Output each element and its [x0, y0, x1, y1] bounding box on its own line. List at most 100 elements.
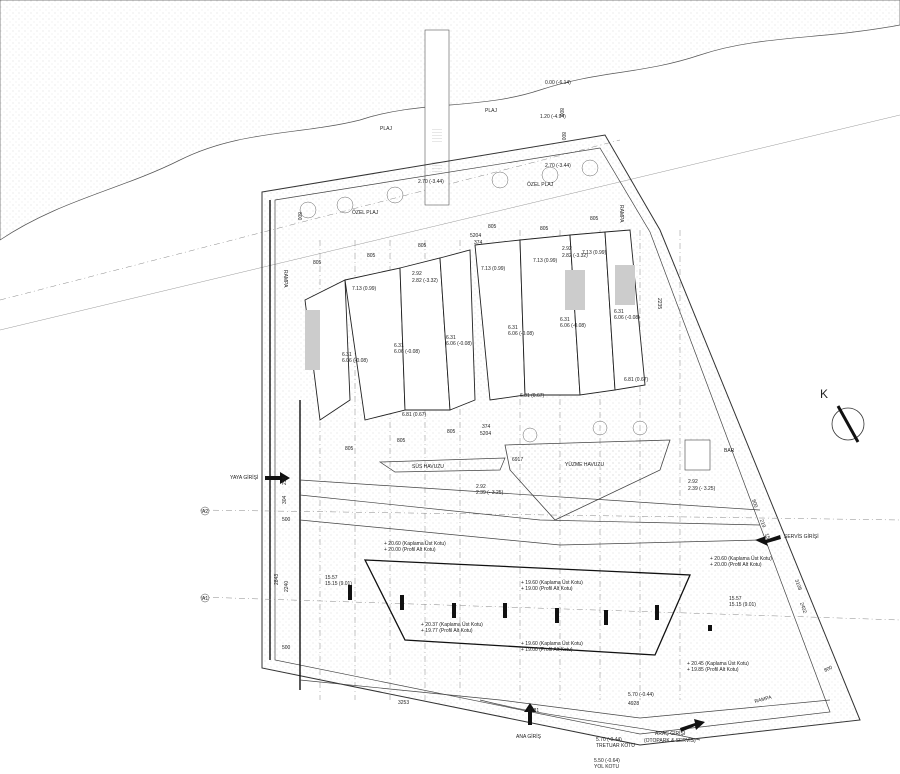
svg-text:YOL KOTU: YOL KOTU: [594, 764, 619, 770]
svg-text:2.82 (-3.32): 2.82 (-3.32): [412, 278, 438, 284]
site-boundary: [261, 134, 861, 746]
svg-text:304: 304: [282, 495, 288, 504]
svg-text:2.70 (-3.44): 2.70 (-3.44): [418, 179, 444, 185]
svg-text:6.81 (0.67): 6.81 (0.67): [520, 393, 545, 399]
svg-text:4928: 4928: [628, 701, 639, 707]
svg-text:6917: 6917: [512, 457, 523, 463]
north-label: K: [820, 387, 828, 401]
svg-text:8181: 8181: [528, 708, 539, 714]
svg-text:374: 374: [482, 424, 491, 430]
svg-text:+ 19.60 (Kaplama Üst Kotu): + 19.60 (Kaplama Üst Kotu): [521, 640, 583, 647]
svg-text:805: 805: [367, 253, 376, 259]
svg-text:+ 19.60 (Kaplama Üst Kotu): + 19.60 (Kaplama Üst Kotu): [521, 579, 583, 586]
svg-text:+ 19.00 (Profil Alt Kotu): + 19.00 (Profil Alt Kotu): [521, 647, 573, 653]
svg-text:2.70 (-3.44): 2.70 (-3.44): [545, 163, 571, 169]
svg-text:6.31: 6.31: [614, 309, 624, 315]
decorative-pool: [378, 457, 506, 473]
svg-text:PLAJ: PLAJ: [380, 126, 392, 132]
svg-text:BAR: BAR: [724, 448, 735, 454]
svg-text:6.31: 6.31: [446, 335, 456, 341]
svg-text:2.92: 2.92: [562, 246, 572, 252]
beach-umbrellas: [299, 159, 648, 443]
svg-text:6.81 (0.67): 6.81 (0.67): [624, 377, 649, 383]
svg-text:2.92: 2.92: [688, 479, 698, 485]
north-arrow-icon: K: [820, 387, 865, 443]
svg-text:6.06 (-0.08): 6.06 (-0.08): [614, 315, 640, 321]
section-axis-markers: A2 A1: [200, 506, 210, 603]
svg-text:RAMPA: RAMPA: [618, 205, 624, 223]
svg-text:500: 500: [282, 645, 291, 651]
svg-text:YÜZME HAVUZU: YÜZME HAVUZU: [565, 461, 604, 468]
svg-text:6.31: 6.31: [560, 317, 570, 323]
svg-text:2.92: 2.92: [476, 484, 486, 490]
svg-text:805: 805: [418, 243, 427, 249]
svg-text:805: 805: [345, 446, 354, 452]
svg-text:RAMPA: RAMPA: [754, 694, 773, 704]
svg-text:+ 19.85 (Profil Alt Kotu): + 19.85 (Profil Alt Kotu): [687, 667, 739, 673]
dimension-annotations: 805 805 805 5204 374 805 805 805 805 805…: [274, 108, 834, 714]
svg-text:805: 805: [447, 429, 456, 435]
svg-text:6.06 (-0.08): 6.06 (-0.08): [342, 358, 368, 364]
svg-text:(OTOPARK & SERVİS): (OTOPARK & SERVİS): [644, 737, 696, 744]
svg-text:6.06 (-0.08): 6.06 (-0.08): [446, 341, 472, 347]
svg-text:15.15 (9.01): 15.15 (9.01): [325, 581, 352, 587]
inner-boundary: [274, 147, 831, 735]
svg-text:805: 805: [313, 260, 322, 266]
svg-text:5204: 5204: [480, 431, 491, 437]
svg-text:805: 805: [540, 226, 549, 232]
svg-text:ANA GİRİŞ: ANA GİRİŞ: [516, 733, 542, 740]
svg-text:ÖZEL PLAJ: ÖZEL PLAJ: [352, 209, 379, 216]
building-block-right: [474, 229, 646, 401]
svg-text:6.31: 6.31: [508, 325, 518, 331]
svg-text:+ 20.00 (Profil Alt Kotu): + 20.00 (Profil Alt Kotu): [384, 547, 436, 553]
svg-text:6.06 (-0.08): 6.06 (-0.08): [560, 323, 586, 329]
svg-text:219: 219: [758, 519, 767, 529]
svg-text:3108: 3108: [793, 579, 803, 592]
svg-text:7.13 (0.99): 7.13 (0.99): [481, 266, 506, 272]
svg-text:SÜS HAVUZU: SÜS HAVUZU: [412, 463, 444, 470]
svg-text:+ 20.60 (Kaplama Üst Kotu): + 20.60 (Kaplama Üst Kotu): [384, 540, 446, 547]
svg-text:1.20 (-4.94): 1.20 (-4.94): [540, 114, 566, 120]
area-labels: PLAJ PLAJ ÖZEL PLAJ ÖZEL PLAJ RAMPA RAMP…: [230, 108, 819, 744]
svg-text:800: 800: [823, 665, 833, 674]
svg-text:500: 500: [282, 517, 291, 523]
svg-text:800: 800: [750, 499, 759, 509]
vehicle-entry-arrow-icon: [680, 719, 705, 732]
svg-text:6.31: 6.31: [342, 352, 352, 358]
svg-text:+ 20.45 (Kaplama Üst Kotu): + 20.45 (Kaplama Üst Kotu): [687, 660, 749, 667]
svg-text:805: 805: [397, 438, 406, 444]
svg-text:5.50 (-0.64): 5.50 (-0.64): [594, 758, 620, 764]
svg-text:2402: 2402: [798, 602, 808, 615]
svg-text:PLAJ: PLAJ: [485, 108, 497, 114]
parking-markers: [348, 585, 712, 631]
svg-text:150: 150: [763, 533, 772, 543]
svg-text:2235: 2235: [656, 298, 662, 309]
svg-text:A2: A2: [202, 509, 208, 515]
svg-text:6.06 (-0.08): 6.06 (-0.08): [394, 349, 420, 355]
svg-text:15.15 (9.01): 15.15 (9.01): [729, 602, 756, 608]
swimming-pool: [504, 439, 671, 521]
building-block-left: [304, 249, 476, 421]
svg-text:ÖZEL PLAJ: ÖZEL PLAJ: [527, 181, 554, 188]
pedestrian-entry-arrow-icon: [265, 472, 290, 484]
service-entry-arrow-icon: [755, 535, 781, 546]
svg-text:6.81 (0.67): 6.81 (0.67): [402, 412, 427, 418]
svg-text:6.06 (-0.08): 6.06 (-0.08): [508, 331, 534, 337]
level-annotations: 0.00 (-6.14) 1.20 (-4.94) 2.70 (-3.44) 2…: [325, 80, 772, 770]
svg-text:3253: 3253: [398, 700, 409, 706]
svg-text:800: 800: [296, 212, 302, 221]
svg-text:+ 20.60 (Kaplama Üst Kotu): + 20.60 (Kaplama Üst Kotu): [710, 555, 772, 562]
access-ramps: [299, 479, 831, 741]
svg-text:+ 19.77 (Profil Alt Kotu): + 19.77 (Profil Alt Kotu): [421, 628, 473, 634]
svg-text:RAMPA: RAMPA: [282, 270, 288, 288]
svg-text:2.39 (- 3.25): 2.39 (- 3.25): [688, 486, 716, 492]
svg-text:374: 374: [474, 240, 483, 246]
svg-text:5.70 (-0.44): 5.70 (-0.44): [628, 692, 654, 698]
sea-area: [0, 0, 900, 241]
svg-text:+ 20.00 (Profil Alt Kotu): + 20.00 (Profil Alt Kotu): [710, 562, 762, 568]
svg-text:298: 298: [282, 476, 288, 485]
bar-building: [684, 439, 711, 471]
svg-text:+ 19.00 (Profil Alt Kotu): + 19.00 (Profil Alt Kotu): [521, 586, 573, 592]
parking-area: [363, 559, 691, 656]
